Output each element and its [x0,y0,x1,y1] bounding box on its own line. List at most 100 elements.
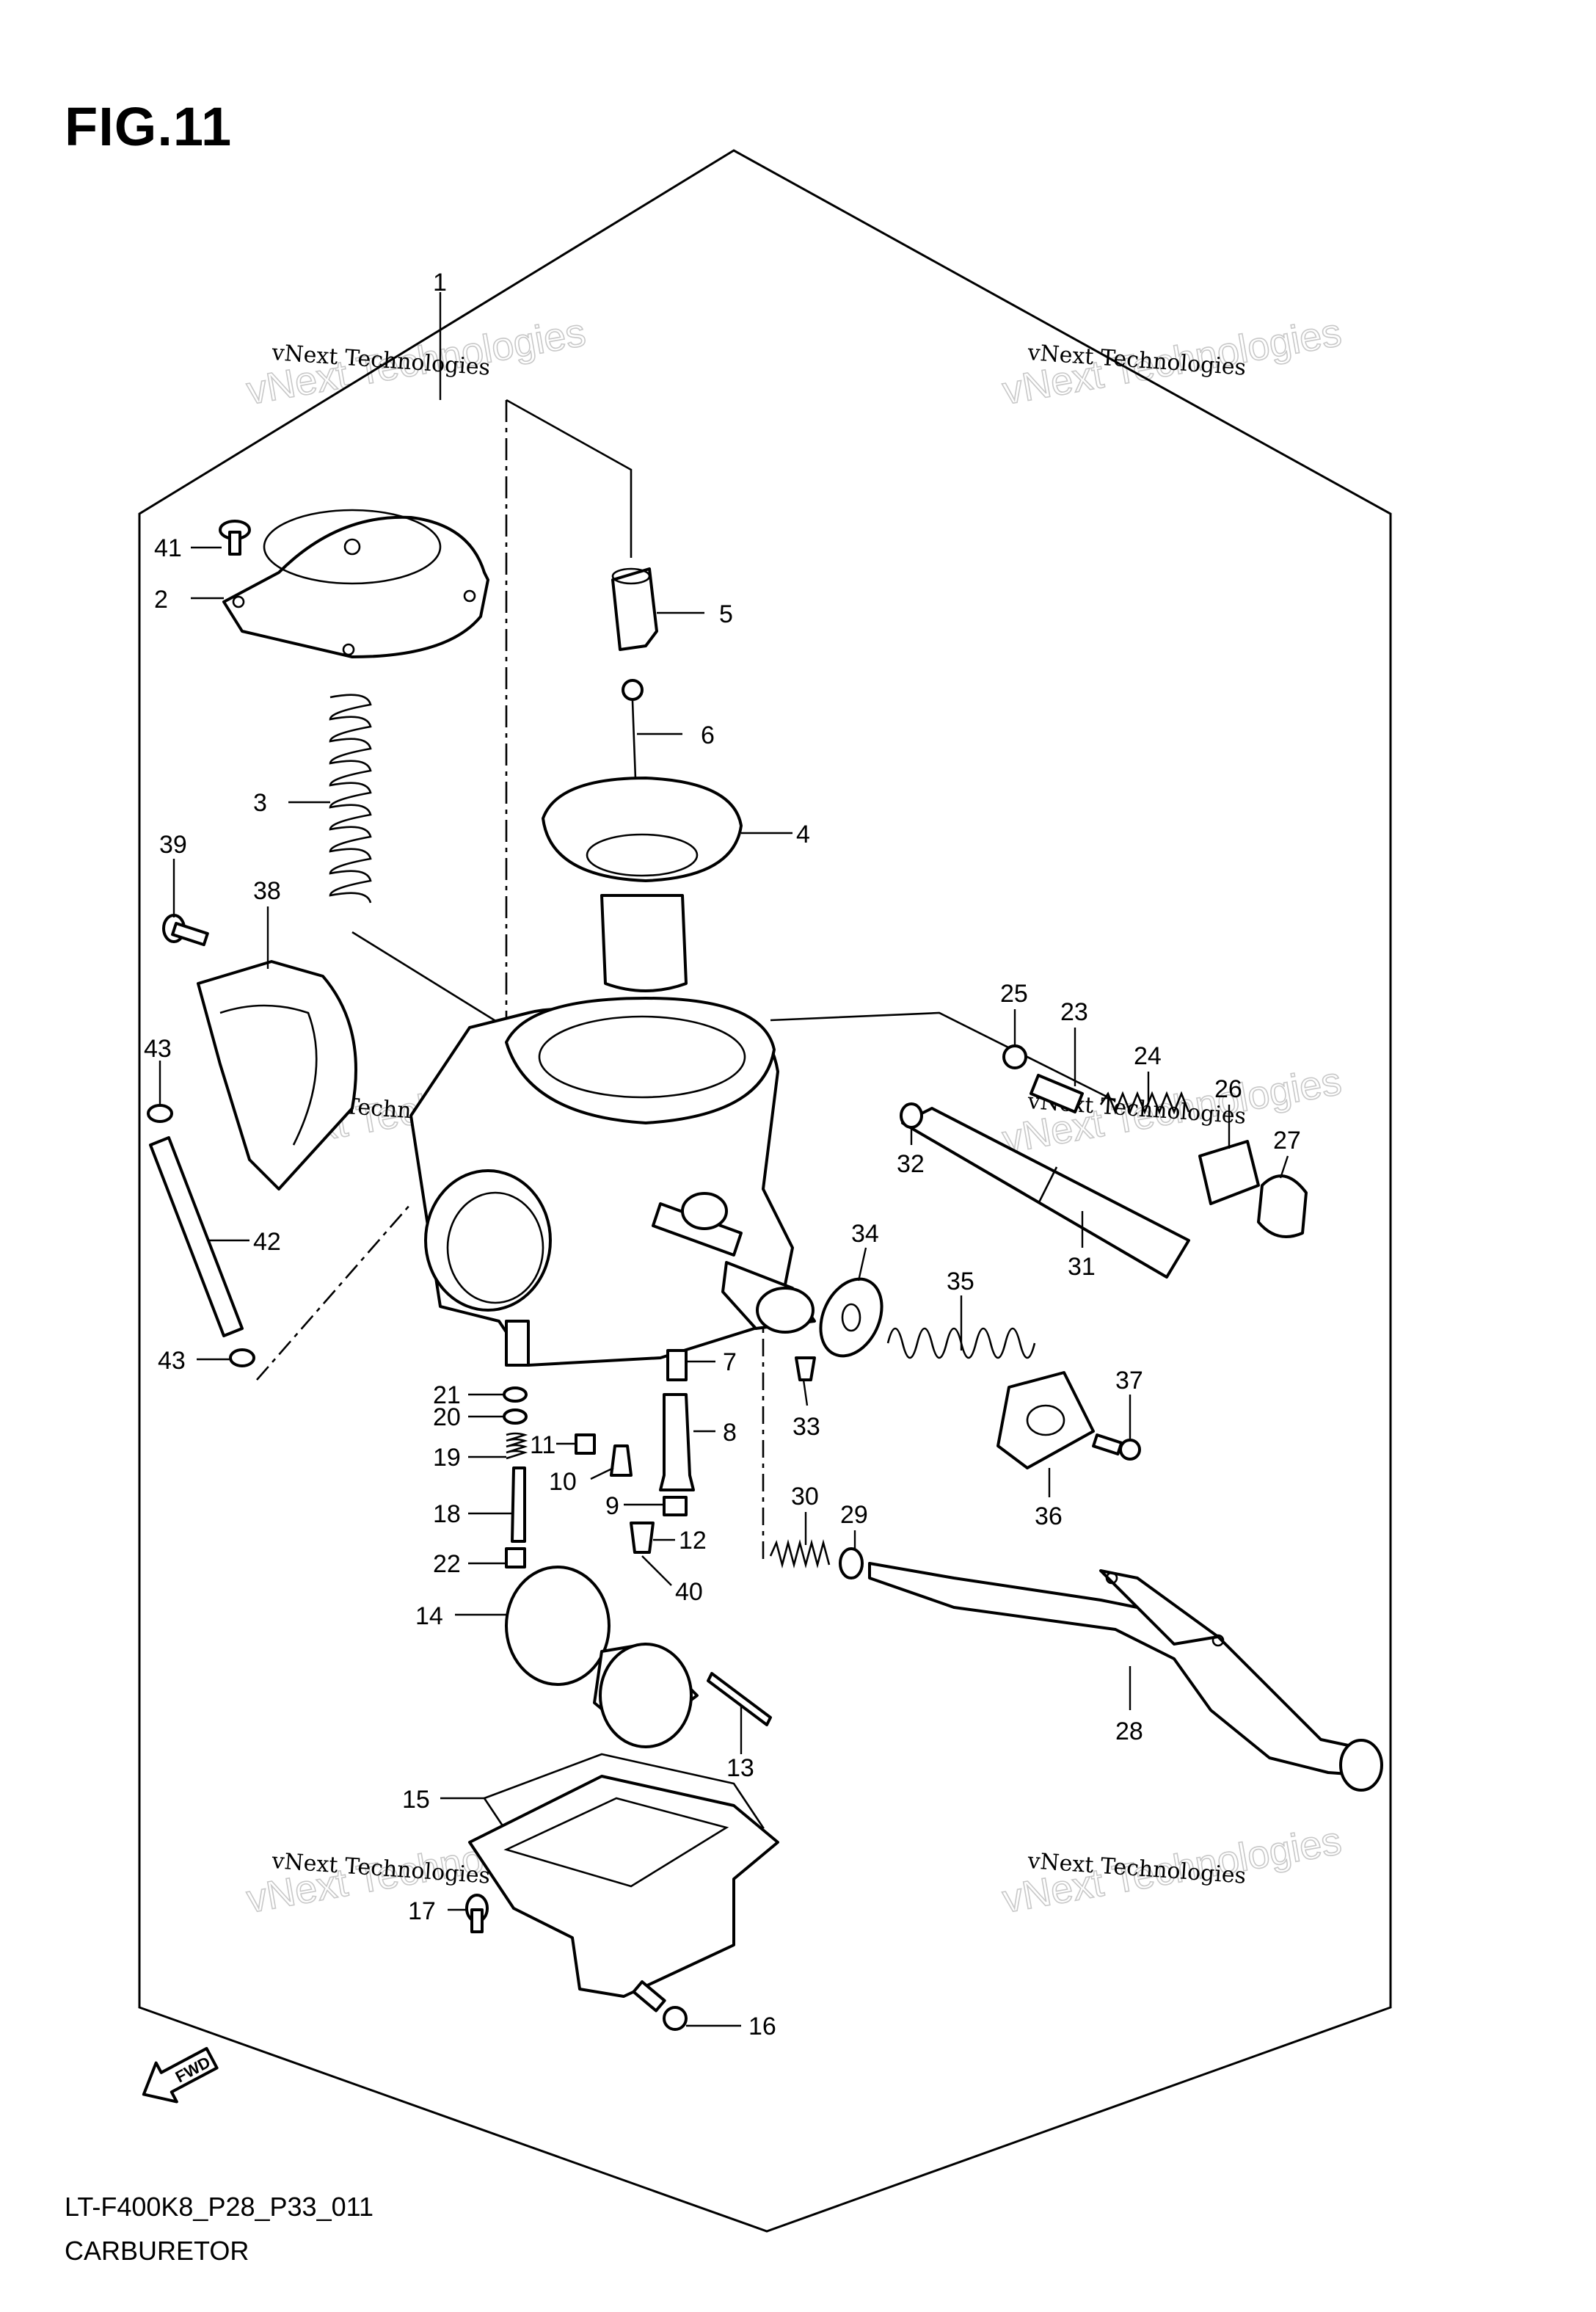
part-screw-11 [575,1433,596,1455]
assembly-boundary [138,149,1392,2233]
leader-line [857,1247,867,1282]
part-jet-8 [659,1393,695,1491]
part-cap-27 [1257,1174,1308,1238]
part-diaphragm-4 [542,777,743,992]
callout-32: 32 [897,1150,925,1178]
part-jet-9 [663,1496,688,1516]
figure-title: FIG.11 [65,96,233,157]
figure-name: CARBURETOR [65,2236,249,2266]
leader-lines [158,292,1289,2027]
part-screw-18 [511,1466,526,1543]
callout-labels: 1 2 3 4 5 6 7 8 9 10 11 12 13 14 15 16 1… [144,269,1301,2040]
part-clip-32 [900,1102,923,1129]
callout-24: 24 [1134,1042,1162,1070]
figure-code: LT-F400K8_P28_P33_011 [65,2192,374,2222]
callout-28: 28 [1115,1717,1143,1745]
callout-21: 21 [433,1381,461,1409]
part-top-cap [222,509,489,658]
callout-5: 5 [719,600,733,628]
leader-line [641,1555,672,1586]
callout-17: 17 [408,1897,436,1925]
callout-12: 12 [679,1527,707,1555]
part-clip-43-top [147,1104,173,1123]
callout-36: 36 [1035,1502,1063,1530]
part-screw-23 [1030,1074,1084,1113]
part-spring-3 [329,694,372,904]
part-screw-10 [610,1444,633,1477]
part-nozzle-33 [795,1356,816,1381]
callout-14: 14 [415,1602,443,1630]
callout-11: 11 [530,1431,555,1459]
callout-37: 37 [1115,1367,1143,1395]
part-spring-19 [506,1432,528,1460]
part-cover-38 [197,960,357,1190]
callout-1: 1 [433,269,447,297]
guide-line [351,931,507,1029]
part-spring-30 [769,1538,831,1569]
leader-line [1279,1155,1289,1179]
callout-26: 26 [1214,1075,1242,1103]
callout-18: 18 [433,1500,461,1528]
part-clip-43-bottom [229,1348,255,1367]
callout-29: 29 [840,1501,868,1529]
part-screw-39 [162,914,209,947]
callout-8: 8 [723,1419,737,1447]
part-cable-28 [868,1562,1383,1792]
part-cover-36 [996,1371,1095,1469]
part-plunger-26 [1198,1140,1260,1205]
callout-2: 2 [154,586,168,614]
part-jet-7 [666,1349,688,1381]
guide-line [506,399,633,558]
part-oring-21 [503,1386,528,1403]
part-valve-12 [630,1522,655,1554]
part-screw-16 [632,1980,688,2031]
callout-25: 25 [1000,980,1028,1008]
callout-10: 10 [549,1468,577,1496]
watermark-top-left: vNext Technologies vNext Technologies [243,310,589,414]
part-carburetor-body [409,997,816,1367]
part-cap-22 [505,1547,526,1568]
callout-40: 40 [675,1578,703,1606]
callout-16: 16 [748,2013,776,2040]
part-hose-42 [149,1136,244,1337]
part-diaphragm-34 [819,1277,883,1358]
callout-4: 4 [796,821,810,848]
part-screw-37 [1092,1433,1141,1461]
callout-23: 23 [1060,998,1088,1026]
callout-3: 3 [253,789,267,817]
callout-35: 35 [947,1268,974,1295]
part-washer-29 [839,1547,864,1579]
part-float-14 [505,1566,699,1748]
callout-43-bottom: 43 [158,1347,186,1375]
fwd-arrow-icon: FWD [142,2046,219,2104]
leader-line [590,1466,614,1480]
callout-27: 27 [1273,1127,1301,1155]
callout-31: 31 [1068,1253,1096,1281]
guide-line [256,1203,412,1381]
part-pin-13 [707,1672,772,1726]
callout-33: 33 [792,1413,820,1441]
callout-30: 30 [791,1483,819,1511]
part-washer-20 [503,1408,528,1425]
part-screw-41 [219,520,251,556]
part-oring-25 [1002,1044,1027,1069]
callout-42: 42 [253,1228,281,1256]
part-needle-holder-5 [611,567,658,651]
watermark-bottom-right: vNext Technologies vNext Technologies [999,1818,1345,1922]
callout-38: 38 [253,877,281,905]
callout-19: 19 [433,1444,461,1472]
callout-15: 15 [402,1786,430,1814]
callout-41: 41 [154,534,182,562]
guide-line [770,1011,1116,1102]
part-screw-17 [465,1894,489,1933]
callout-22: 22 [433,1550,461,1578]
callout-43-top: 43 [144,1035,172,1063]
callout-20: 20 [433,1403,461,1431]
callout-34: 34 [851,1220,879,1248]
part-float-bowl [468,1775,779,1998]
callout-13: 13 [726,1754,754,1782]
callout-7: 7 [723,1348,737,1376]
part-spring-24 [1099,1091,1190,1115]
callout-39: 39 [159,831,187,859]
